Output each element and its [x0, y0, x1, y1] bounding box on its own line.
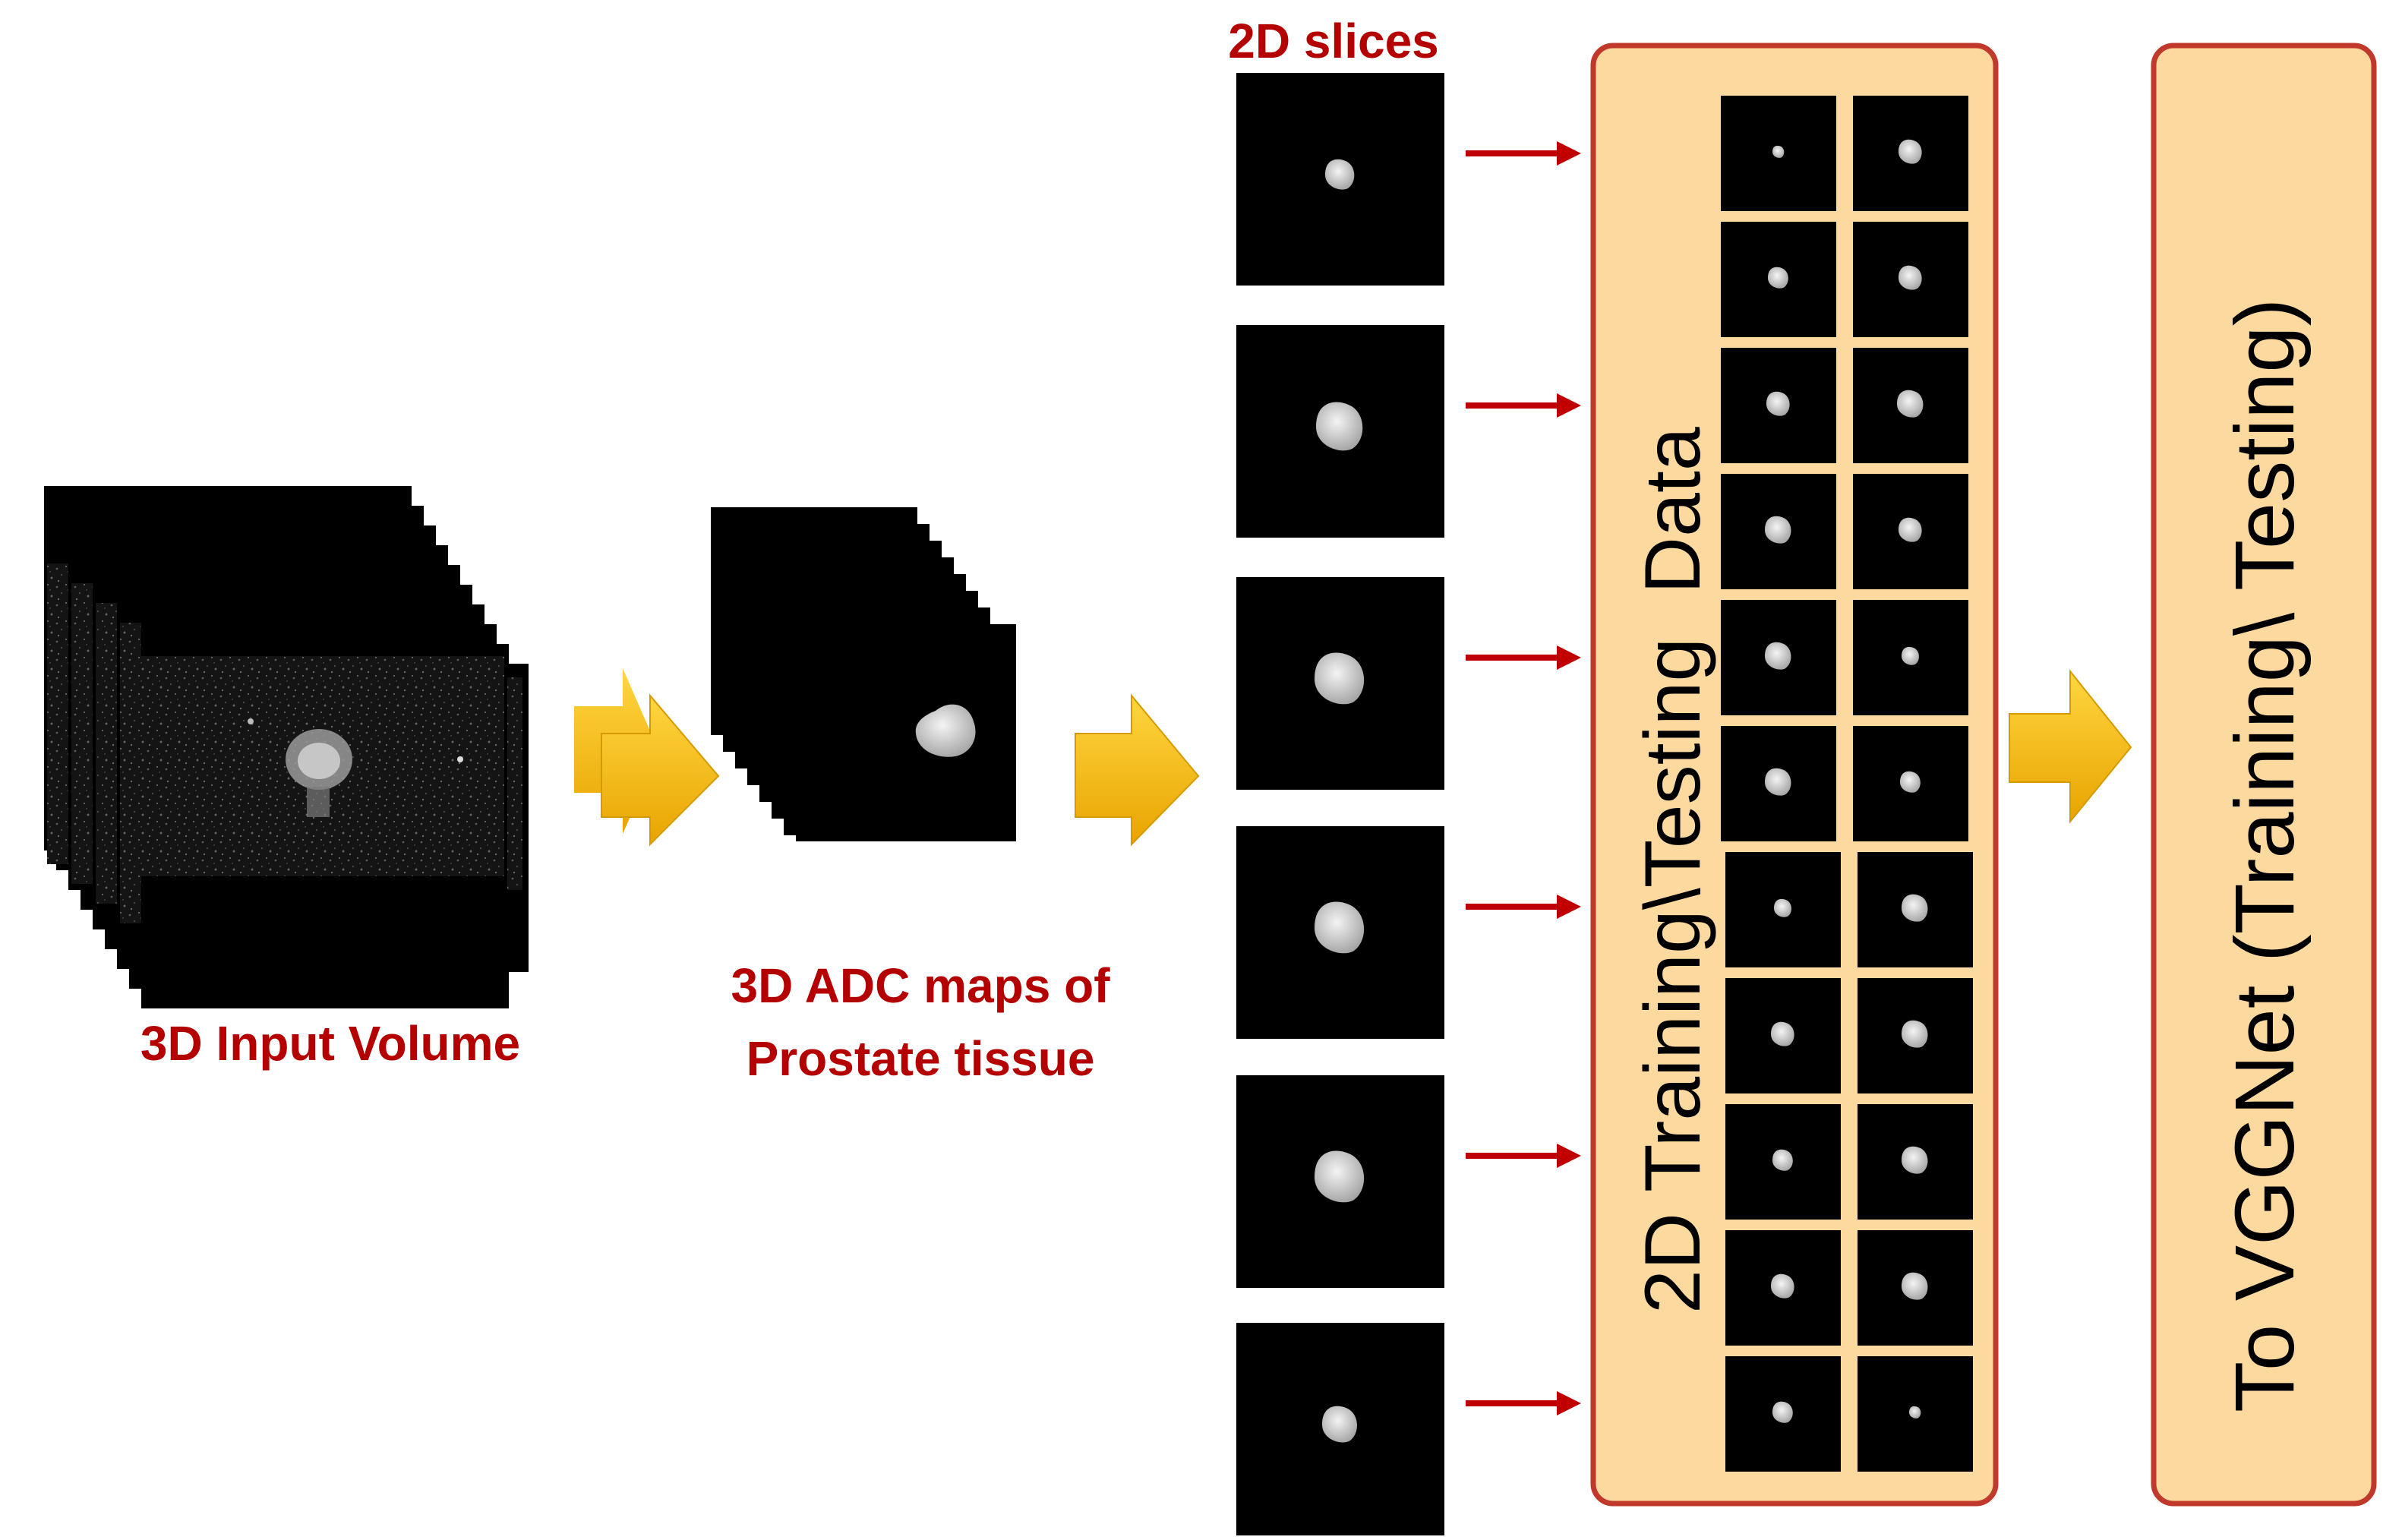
slice-arrow — [1466, 141, 1581, 166]
slice-image — [1236, 577, 1444, 790]
slice-image — [1236, 73, 1444, 286]
grid-thumbnail — [1858, 1104, 1973, 1220]
data-box-label: 2D Training\Testing Data — [1629, 427, 1717, 1314]
input-volume-stack — [44, 486, 529, 1008]
block-arrow-2 — [1075, 693, 1200, 847]
grid-thumbnail — [1853, 600, 1968, 715]
grid-thumbnail — [1721, 96, 1836, 211]
adc-maps-stack — [711, 507, 1016, 841]
adc-maps-label-line2: Prostate tissue — [746, 1031, 1095, 1086]
slice-arrow — [1466, 1144, 1581, 1168]
grid-thumbnail — [1858, 1356, 1973, 1472]
grid-thumbnail — [1853, 222, 1968, 337]
slice-arrow — [1466, 393, 1581, 418]
slices-label: 2D slices — [1228, 14, 1439, 68]
prostate-region — [915, 704, 976, 757]
grid-thumbnail — [1721, 600, 1836, 715]
grid-thumbnail — [1725, 1356, 1841, 1472]
grid-thumbnail — [1725, 978, 1841, 1093]
slice-arrow — [1466, 895, 1581, 919]
block-arrow-1 — [574, 668, 720, 847]
input-volume-label: 3D Input Volume — [140, 1016, 520, 1071]
grid-thumbnail — [1721, 474, 1836, 589]
grid-thumbnail — [1721, 222, 1836, 337]
grid-thumbnail — [1853, 726, 1968, 841]
vggnet-box — [2151, 43, 2377, 1507]
grid-thumbnail — [1725, 1104, 1841, 1220]
block-arrow-3 — [2009, 669, 2132, 824]
adc-maps-label-line1: 3D ADC maps of — [731, 958, 1110, 1013]
grid-thumbnail — [1858, 852, 1973, 967]
slice-arrow — [1466, 645, 1581, 670]
slice-thumbnail-grid — [1721, 96, 1973, 1472]
grid-thumbnail — [1858, 1230, 1973, 1346]
slice-image — [1236, 826, 1444, 1039]
slice-image — [1236, 1323, 1444, 1535]
grid-thumbnail — [1853, 96, 1968, 211]
grid-thumbnail — [1853, 348, 1968, 463]
grid-thumbnail — [1853, 474, 1968, 589]
slice-arrow — [1466, 1391, 1581, 1415]
grid-thumbnail — [1858, 978, 1973, 1093]
grid-thumbnail — [1721, 348, 1836, 463]
slices-column — [1236, 73, 1581, 1535]
grid-thumbnail — [1721, 726, 1836, 841]
grid-thumbnail — [1725, 1230, 1841, 1346]
grid-thumbnail — [1725, 852, 1841, 967]
vggnet-box-label: To VGGNet (Training\ Testing) — [2218, 298, 2312, 1412]
slice-image — [1236, 1075, 1444, 1288]
slice-image — [1236, 325, 1444, 538]
